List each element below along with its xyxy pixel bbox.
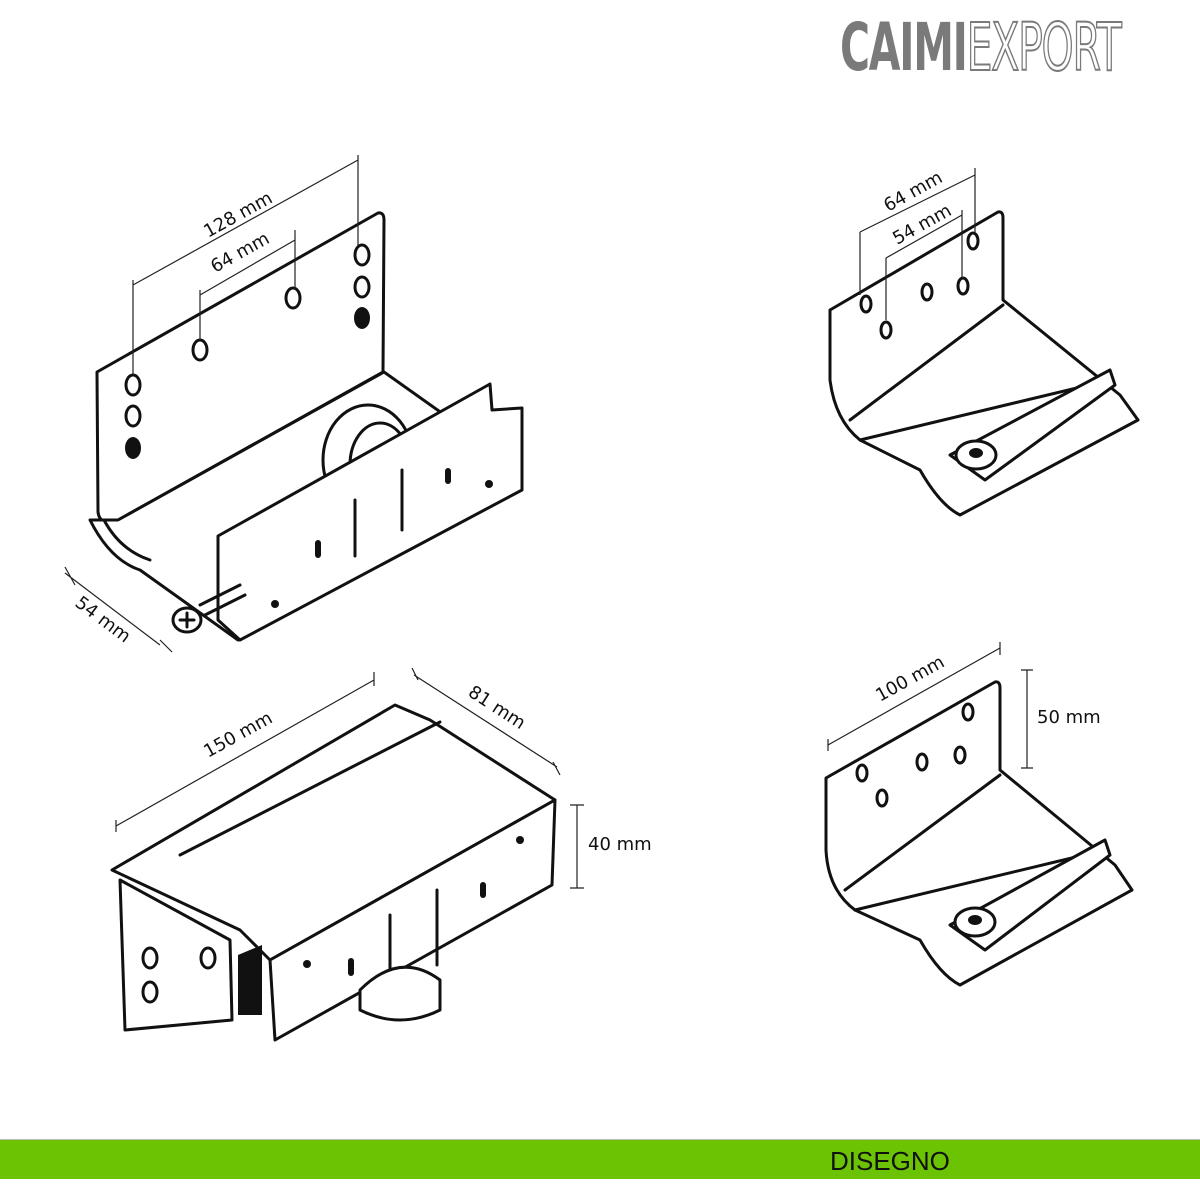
logo-export: EXPORT bbox=[966, 8, 1122, 87]
drawing-bracket-bottom-right: 100 mm 50 mm bbox=[824, 642, 1134, 987]
dim-40mm: 40 mm bbox=[588, 834, 652, 855]
dim-81mm: 81 mm bbox=[464, 682, 529, 734]
dim-150mm: 150 mm bbox=[200, 708, 276, 763]
dim-54mm: 54 mm bbox=[71, 592, 135, 647]
drawing-bracket-top-right: 64 mm 54 mm bbox=[828, 167, 1140, 517]
footer-label: DISEGNO bbox=[830, 1146, 950, 1176]
drawing-bracket-with-wheel: 128 mm 64 mm 54 mm bbox=[64, 155, 524, 653]
dim-50mm: 50 mm bbox=[1037, 707, 1101, 728]
footer-bar: DISEGNO bbox=[0, 1139, 1200, 1179]
drawing-covered-carriage: 150 mm 81 mm 40 mm bbox=[110, 667, 652, 1042]
logo-caimi: CAIMI bbox=[840, 8, 968, 86]
